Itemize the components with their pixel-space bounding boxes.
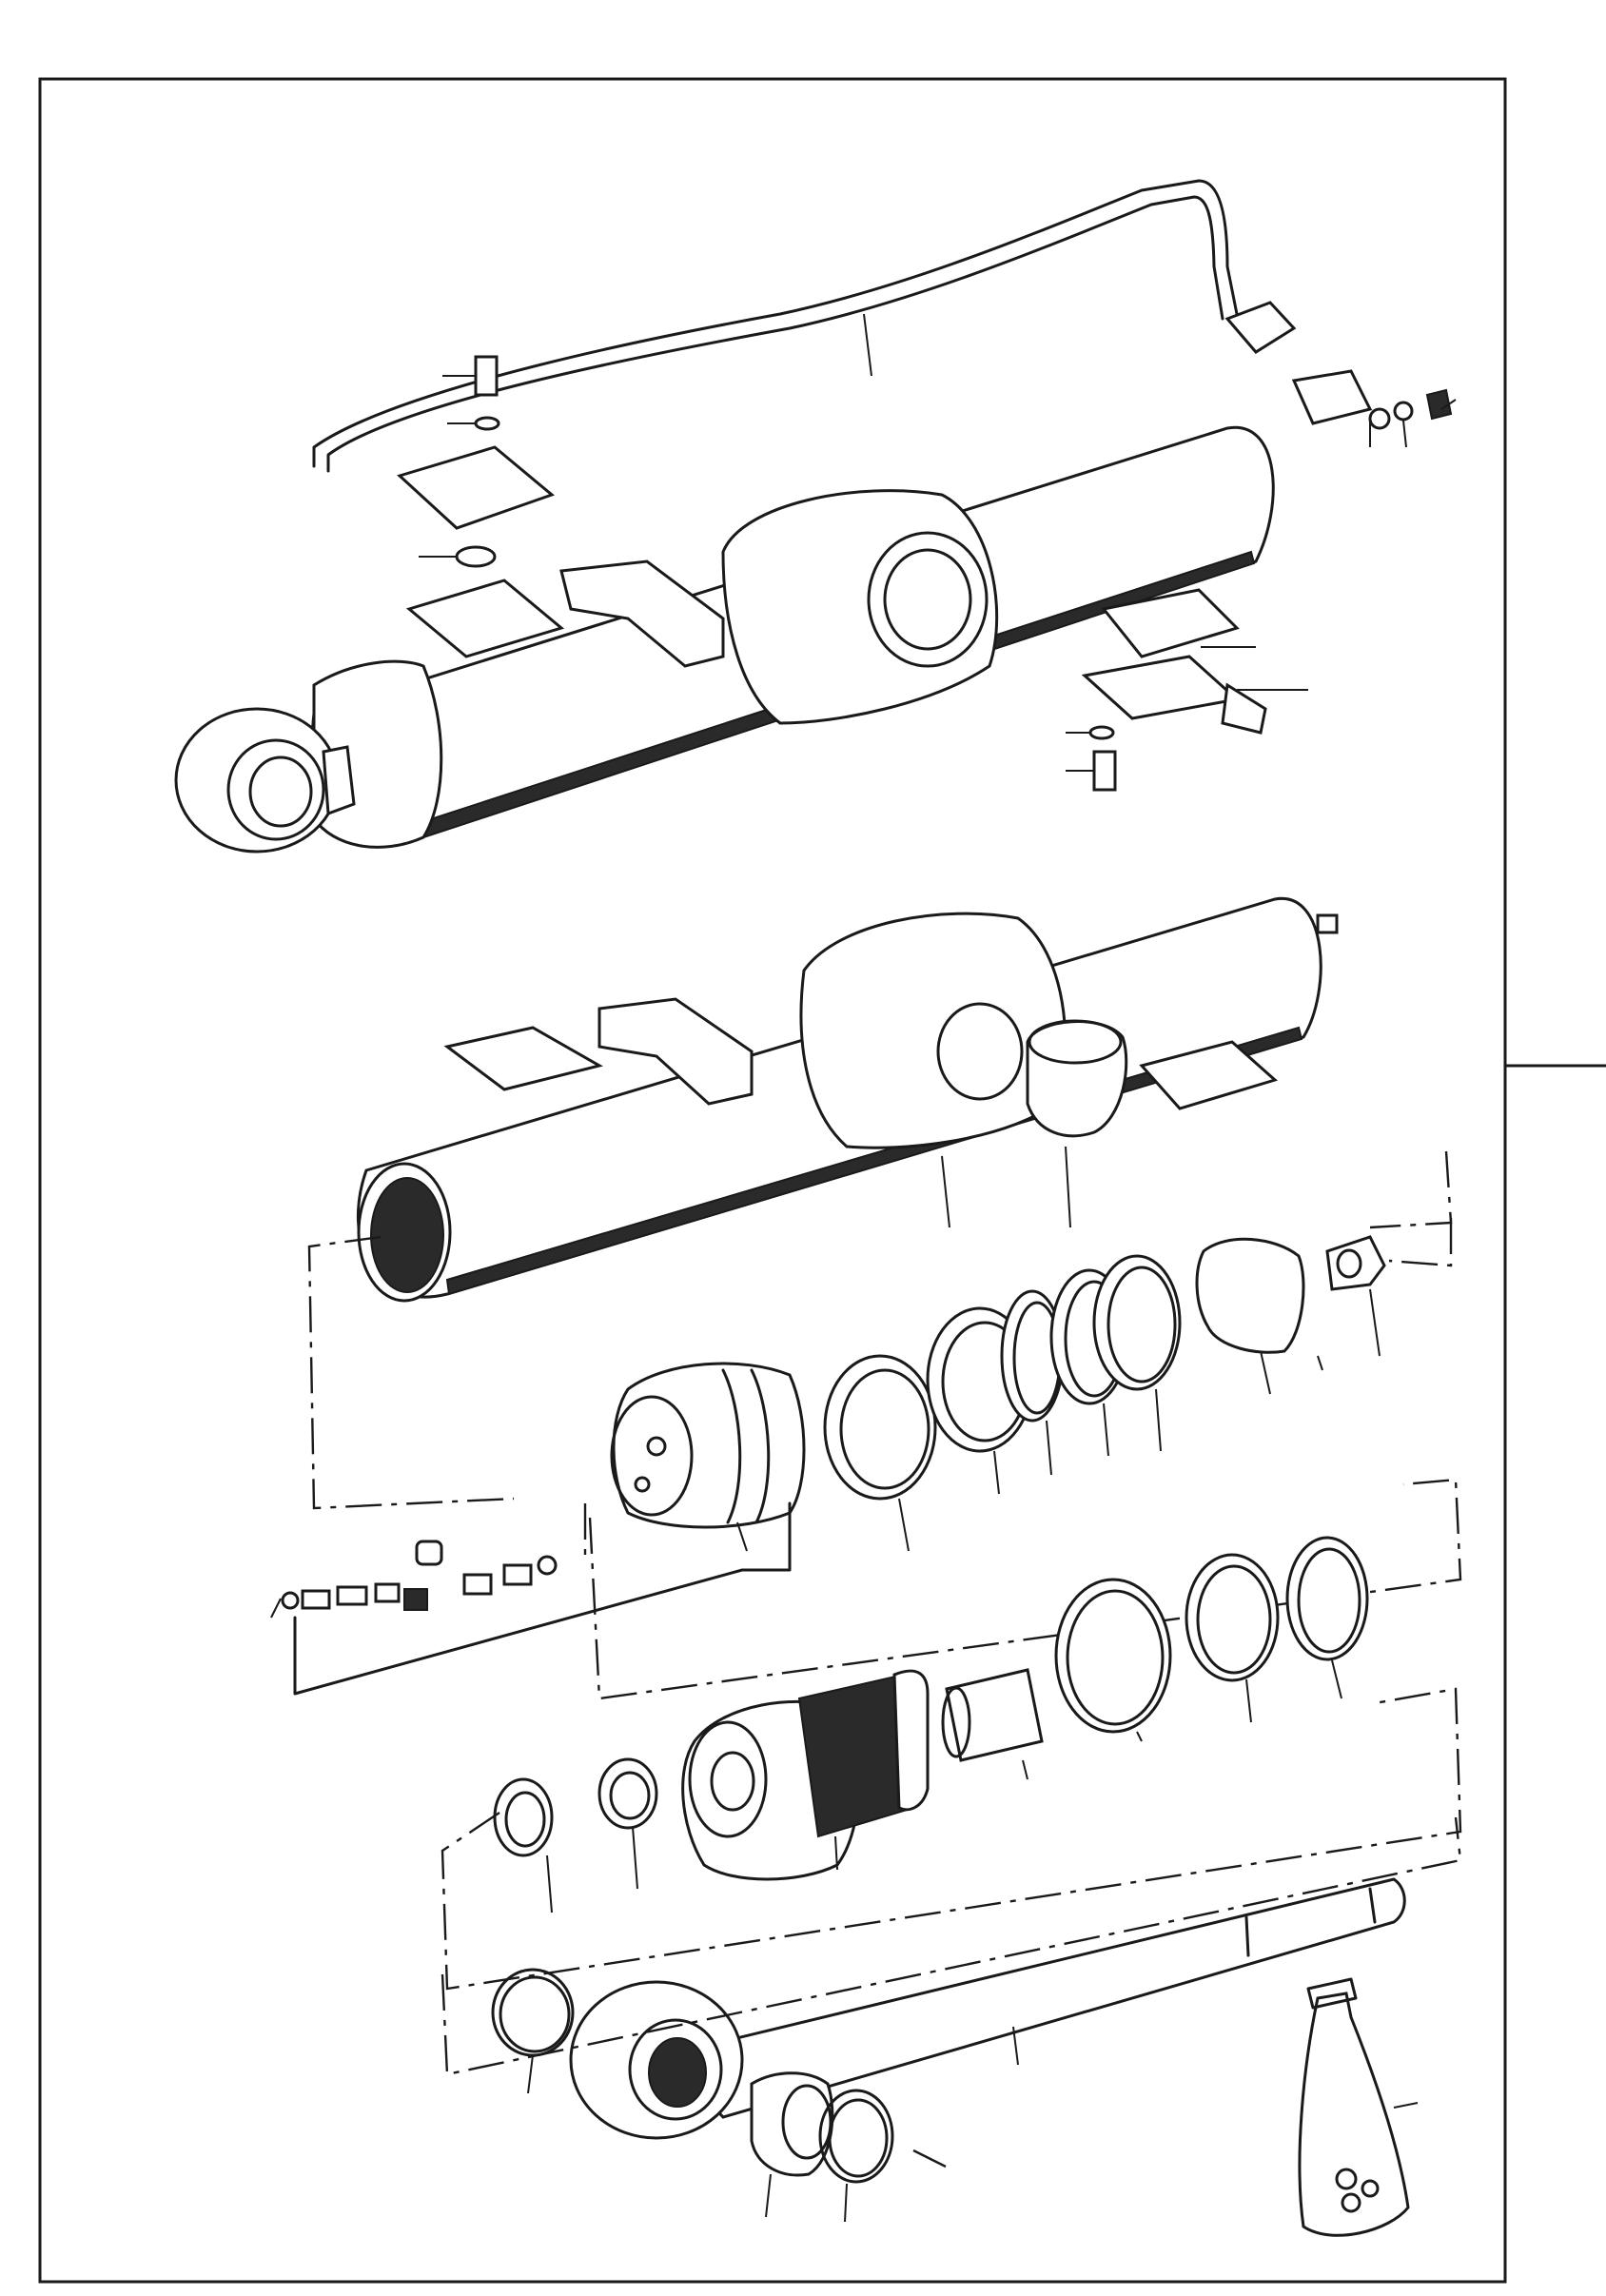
circlip-left [491, 1968, 575, 2057]
piston-rod-group [491, 1877, 1419, 2237]
piston-nut [1325, 1235, 1386, 1291]
seal-washer-1 [1368, 407, 1391, 430]
plug-nut [1425, 388, 1453, 421]
tube-fitting [1224, 301, 1297, 354]
plug-screw-top [474, 355, 499, 397]
exploded-boundary-1 [307, 1235, 515, 1510]
exploded-boundary-4 [441, 1816, 1462, 2076]
piston-guide-ring [1195, 1237, 1305, 1354]
piston [612, 1362, 806, 1529]
o-ring-top [474, 416, 500, 431]
piston-ring-5 [1092, 1254, 1182, 1391]
valve-boundary [293, 1501, 792, 1696]
exploded-boundary-2 [1388, 1218, 1453, 1267]
head-ring-2 [1185, 1553, 1280, 1682]
mounting-bracket [559, 559, 725, 668]
seal-kit-bag [1298, 1992, 1410, 2237]
piston-rod [663, 1877, 1406, 2119]
valve-spring [403, 1588, 428, 1611]
valve-cap [415, 1540, 443, 1566]
cylinder-tube [356, 896, 1339, 1303]
head-ring-3 [1285, 1536, 1369, 1661]
trunnion-boss [867, 531, 989, 668]
oil-tube [312, 179, 1277, 468]
piston-group [270, 1235, 1386, 1619]
port-flange-left [397, 445, 555, 530]
head-ring-1 [1054, 1578, 1172, 1734]
exploded-boundary-3 [441, 1687, 1462, 1991]
guide-bushing [945, 1668, 1044, 1762]
tube-trunnion [799, 912, 1067, 1149]
seal-washer-2 [1393, 401, 1414, 422]
elbow-fitting [1291, 369, 1373, 425]
plug-screw-bottom [1092, 750, 1117, 792]
cylinder-head-group [493, 1536, 1369, 1913]
upper-rod-eye [174, 707, 340, 854]
assembled-cylinder [174, 179, 1457, 854]
circlip-right [818, 2089, 894, 2184]
drawing-frame [38, 77, 1507, 2284]
tube-bushing [1026, 1020, 1128, 1138]
port-flange-right [1101, 588, 1240, 658]
